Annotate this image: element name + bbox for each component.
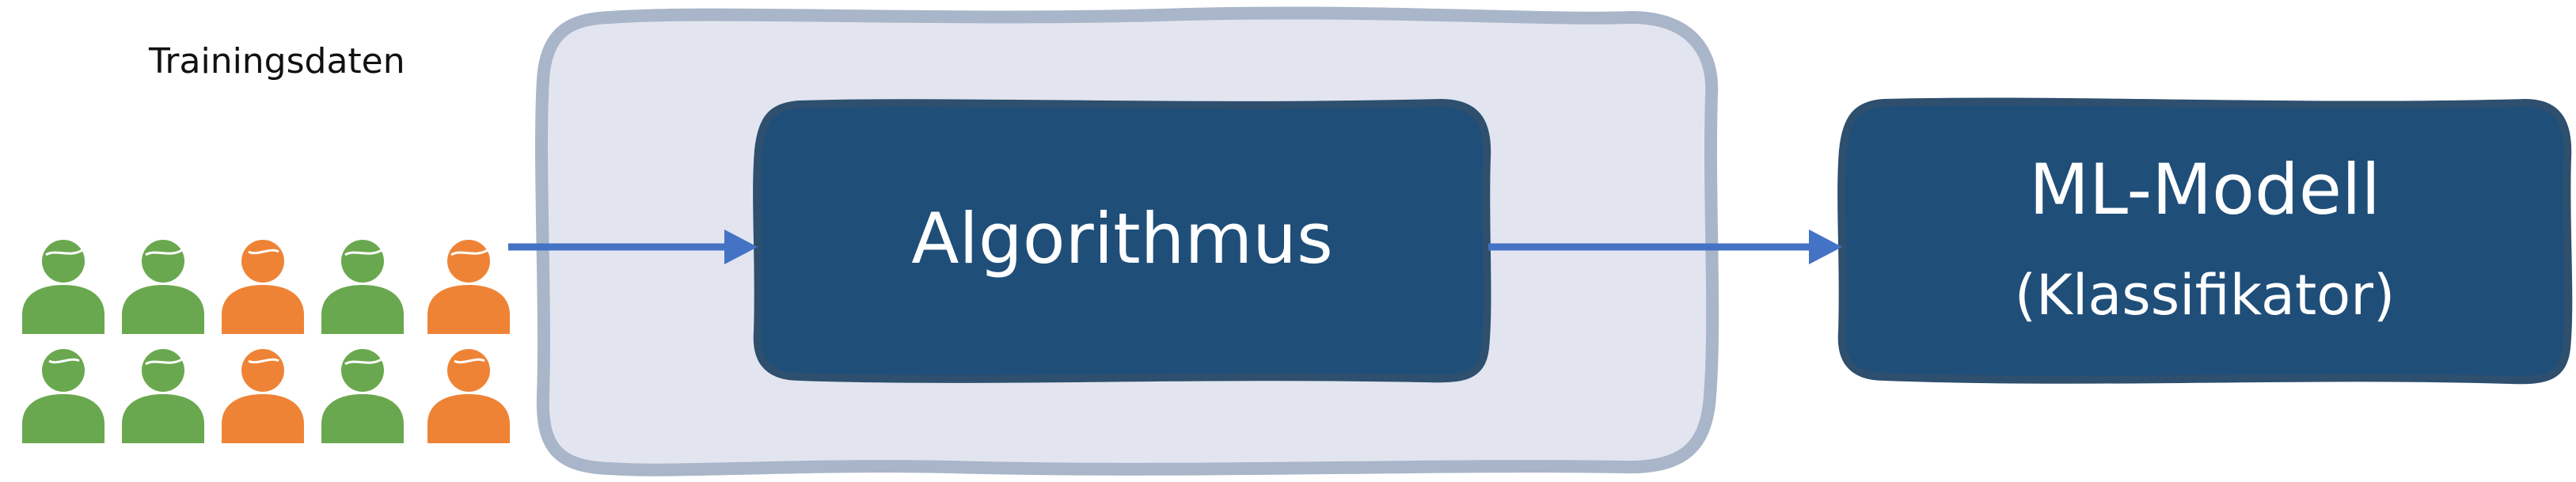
person-icon bbox=[222, 231, 304, 334]
model-box bbox=[1837, 97, 2573, 385]
algorithm-label: Algorithmus bbox=[911, 198, 1333, 279]
person-icon bbox=[122, 240, 204, 334]
algorithm-box bbox=[753, 98, 1491, 383]
person-icon bbox=[122, 349, 204, 443]
person-icon bbox=[321, 240, 404, 334]
model-sublabel: (Klassifikator) bbox=[2014, 263, 2396, 328]
training-data-label: Trainingsdaten bbox=[149, 41, 405, 82]
person-icon bbox=[222, 340, 304, 443]
arrow-algorithm-to-model bbox=[1488, 230, 1842, 264]
model-label: ML-Modell bbox=[2029, 149, 2380, 230]
person-icon bbox=[22, 240, 104, 334]
person-icon bbox=[427, 340, 510, 443]
training-people-group bbox=[22, 231, 510, 443]
person-icon bbox=[321, 349, 404, 443]
person-icon bbox=[427, 240, 510, 334]
arrow-data-to-algorithm bbox=[508, 230, 758, 264]
person-icon bbox=[22, 340, 104, 443]
